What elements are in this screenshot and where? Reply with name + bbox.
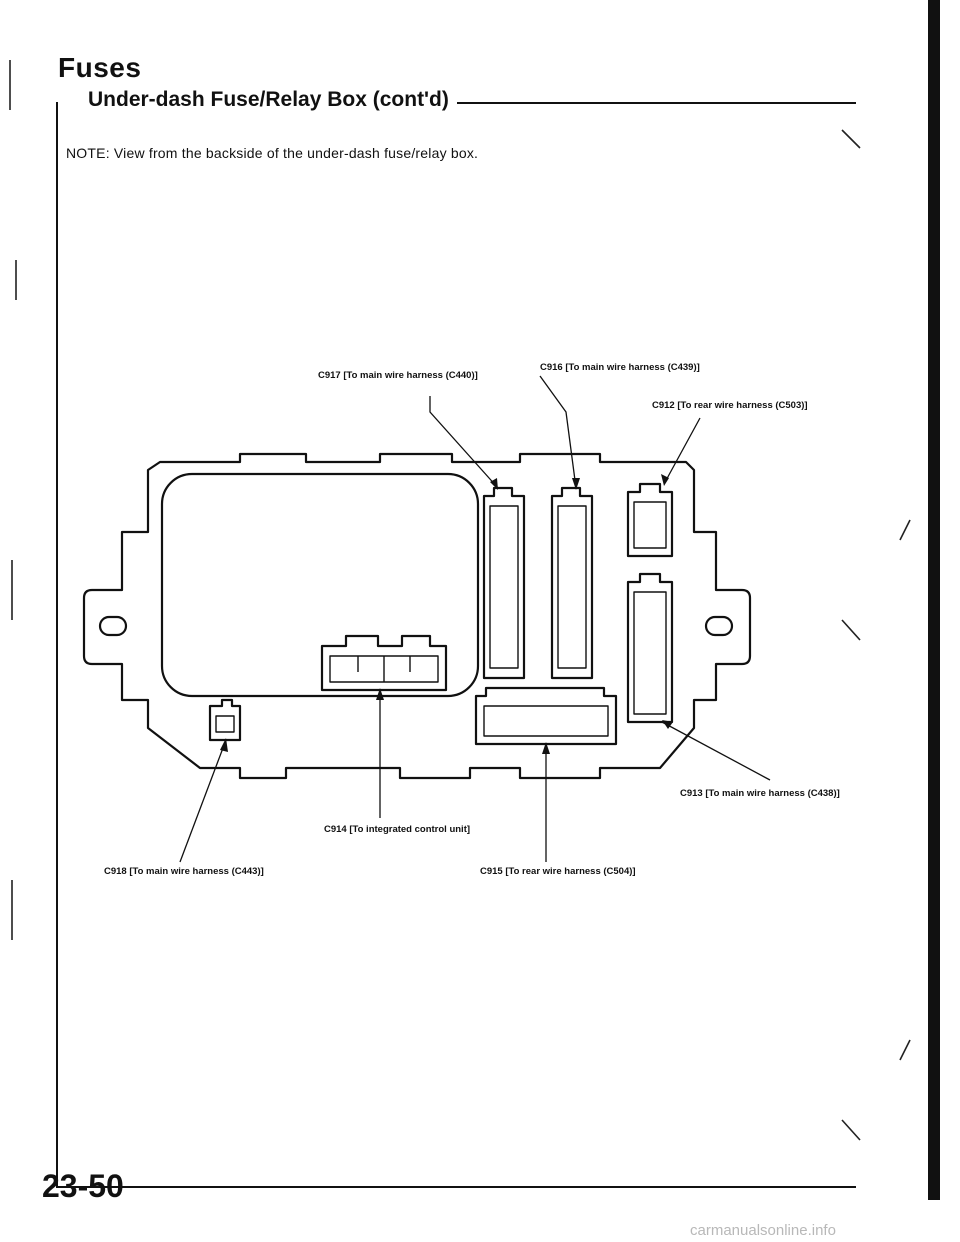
c916-connector <box>550 486 594 680</box>
header-rule <box>456 102 856 104</box>
c915-connector <box>474 686 618 746</box>
c914-connector <box>320 634 448 692</box>
c913-connector <box>626 572 674 724</box>
relay-recess <box>160 472 480 698</box>
c914-label: C914 [To integrated control unit] <box>324 824 470 835</box>
page-number: 23-50 <box>42 1168 124 1204</box>
section-subtitle: Under-dash Fuse/Relay Box (cont'd) <box>80 88 457 112</box>
view-note: NOTE: View from the backside of the unde… <box>66 145 479 161</box>
c918-label: C918 [To main wire harness (C443)] <box>104 866 264 877</box>
housing-outline <box>82 452 752 780</box>
watermark: carmanualsonline.info <box>690 1222 836 1239</box>
c917-leader <box>429 396 499 489</box>
c916-leader <box>539 375 577 489</box>
c912-connector <box>626 482 674 558</box>
page-edge-bar <box>928 0 940 1200</box>
c913-label: C913 [To main wire harness (C438)] <box>680 788 840 799</box>
c918-connector <box>208 698 242 742</box>
left-mount-hole <box>98 615 128 637</box>
right-mount-hole <box>704 615 734 637</box>
c918-leader <box>179 739 227 863</box>
content-frame <box>56 102 856 1188</box>
c912-label: C912 [To rear wire harness (C503)] <box>652 400 808 411</box>
c917-connector <box>482 486 526 680</box>
c916-label: C916 [To main wire harness (C439)] <box>540 362 700 373</box>
page-title: Fuses <box>58 52 142 83</box>
c915-label: C915 [To rear wire harness (C504)] <box>480 866 636 877</box>
c917-label: C917 [To main wire harness (C440)] <box>318 370 478 381</box>
c912-leader <box>663 417 701 485</box>
c913-leader <box>661 721 771 781</box>
